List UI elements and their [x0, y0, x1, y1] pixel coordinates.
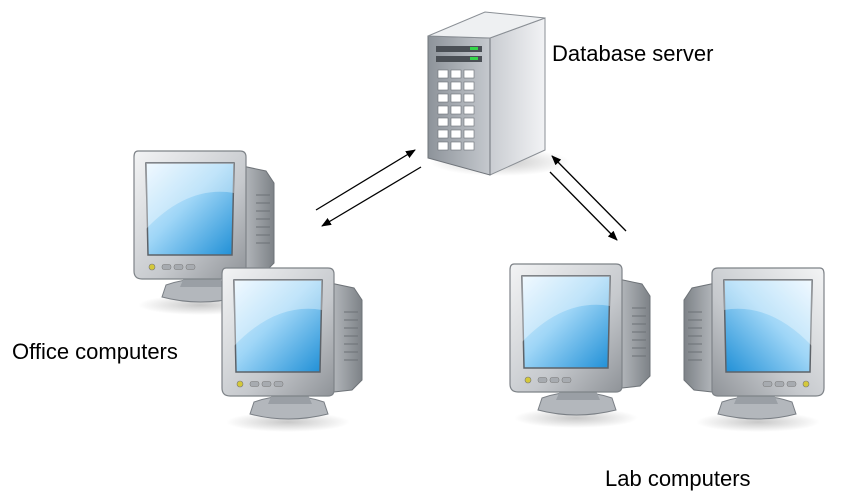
- office-computers-label: Office computers: [12, 339, 178, 364]
- arrow-lab-to-server: [551, 155, 627, 232]
- lab-computer-right-icon: [683, 267, 825, 432]
- server-label: Database server: [552, 41, 714, 66]
- arrow-server-to-office: [321, 166, 422, 227]
- arrow-office-to-server: [315, 149, 416, 211]
- office-computer-front-icon: [221, 267, 363, 432]
- lab-computers-label: Lab computers: [605, 466, 751, 491]
- lab-computer-left-icon: [509, 263, 651, 428]
- arrow-server-to-lab: [549, 171, 618, 241]
- server-tower-icon: [427, 11, 570, 176]
